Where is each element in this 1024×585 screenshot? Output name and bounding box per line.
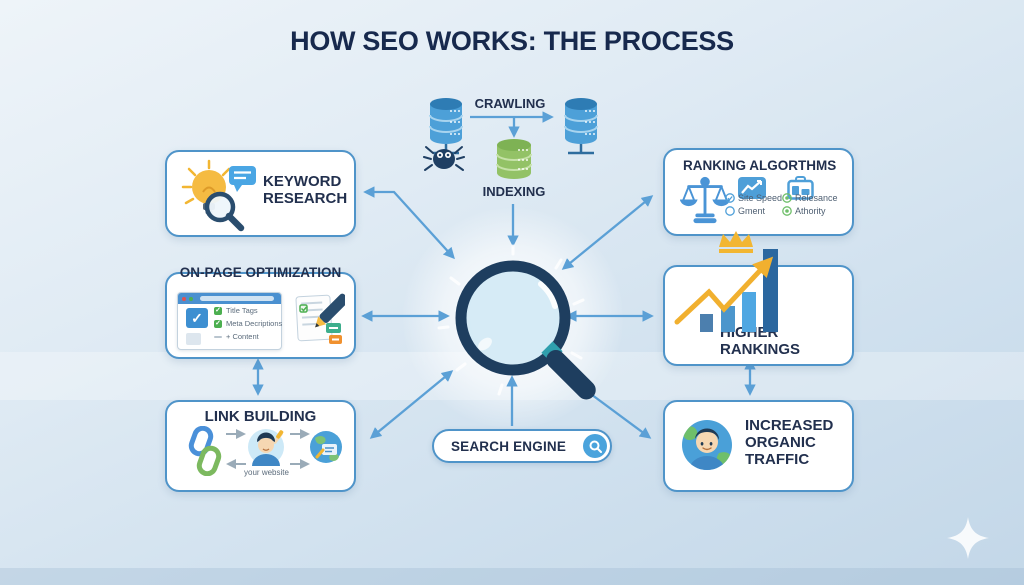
ranking-item: Athority	[795, 206, 826, 216]
indexing-label: INDEXING	[482, 184, 546, 199]
checkbox-icon: ✓	[186, 308, 208, 328]
globe-avatar-icon	[682, 420, 732, 470]
search-button	[583, 434, 607, 458]
link-arrows-left	[226, 429, 246, 469]
speech-bubble-icon	[229, 166, 256, 185]
check-circle-icon	[725, 193, 735, 203]
database-icon	[564, 98, 598, 155]
onpage-item: + Content	[226, 332, 259, 341]
your-website-caption: your website	[244, 468, 289, 477]
organic-traffic-card: INCREASED ORGANIC TRAFFIC	[663, 400, 854, 492]
chain-link-icon	[188, 426, 222, 476]
onpage-optimization-title: ON-PAGE OPTIMIZATION	[179, 265, 342, 280]
browser-window-icon: ✓ ✓ Title Tags ✓ Meta Decriptions + Cont…	[177, 292, 282, 350]
keyword-research-title: KEYWORD RESEARCH	[263, 173, 348, 207]
search-engine-bar: SEARCH ENGINE	[432, 429, 612, 463]
globe-website-icon	[310, 431, 342, 463]
onpage-item: Title Tags	[226, 306, 258, 315]
target-circle-icon	[782, 193, 792, 203]
ranking-item: Gment	[738, 206, 766, 216]
onpage-item: Meta Decriptions	[226, 319, 283, 328]
dash-icon	[214, 335, 222, 338]
database-icon-green	[496, 139, 532, 179]
link-building-title: LINK BUILDING	[204, 408, 317, 425]
search-icon	[589, 440, 602, 453]
crawling-label: CRAWLING	[474, 96, 546, 111]
link-arrows-right	[290, 429, 310, 469]
ranking-algorithms-title: RANKING ALGORTHMS	[683, 158, 837, 173]
growth-arrow-icon	[674, 256, 774, 325]
keyword-research-card: KEYWORD RESEARCH	[165, 150, 356, 237]
chart-icon	[738, 177, 766, 199]
magnifier-icon	[204, 191, 236, 223]
briefcase-icon	[787, 176, 814, 200]
page-title: HOW SEO WORKS: THE PROCESS	[290, 26, 734, 56]
organic-traffic-title: INCREASED ORGANIC TRAFFIC	[745, 417, 834, 468]
empty-circle-icon	[725, 206, 735, 216]
ranking-item: Relesance	[795, 193, 838, 203]
lightbulb-icon	[181, 159, 256, 232]
document-pencil-icon	[295, 293, 345, 344]
onpage-optimization-card: ON-PAGE OPTIMIZATION ✓ ✓ Title Tags ✓ Me…	[165, 265, 356, 359]
search-magnifier-icon	[437, 244, 596, 400]
crown-icon	[719, 231, 753, 253]
bar-chart-icon	[674, 231, 778, 332]
check-icon: ✓	[214, 319, 222, 328]
ranking-algorithms-card: RANKING ALGORTHMS Site Speed	[663, 148, 854, 236]
spider-icon	[423, 146, 465, 171]
scales-icon	[680, 176, 730, 224]
sparkle-icon	[947, 517, 989, 559]
target-circle-icon	[782, 206, 792, 216]
ranking-item: Site Speed	[738, 193, 783, 203]
avatar-icon	[248, 429, 284, 466]
search-engine-label: SEARCH ENGINE	[450, 438, 567, 454]
check-icon: ✓	[214, 306, 222, 315]
higher-rankings-card: HIGHER RANKINGS	[663, 231, 854, 366]
link-building-card: LINK BUILDING your website	[165, 400, 356, 492]
